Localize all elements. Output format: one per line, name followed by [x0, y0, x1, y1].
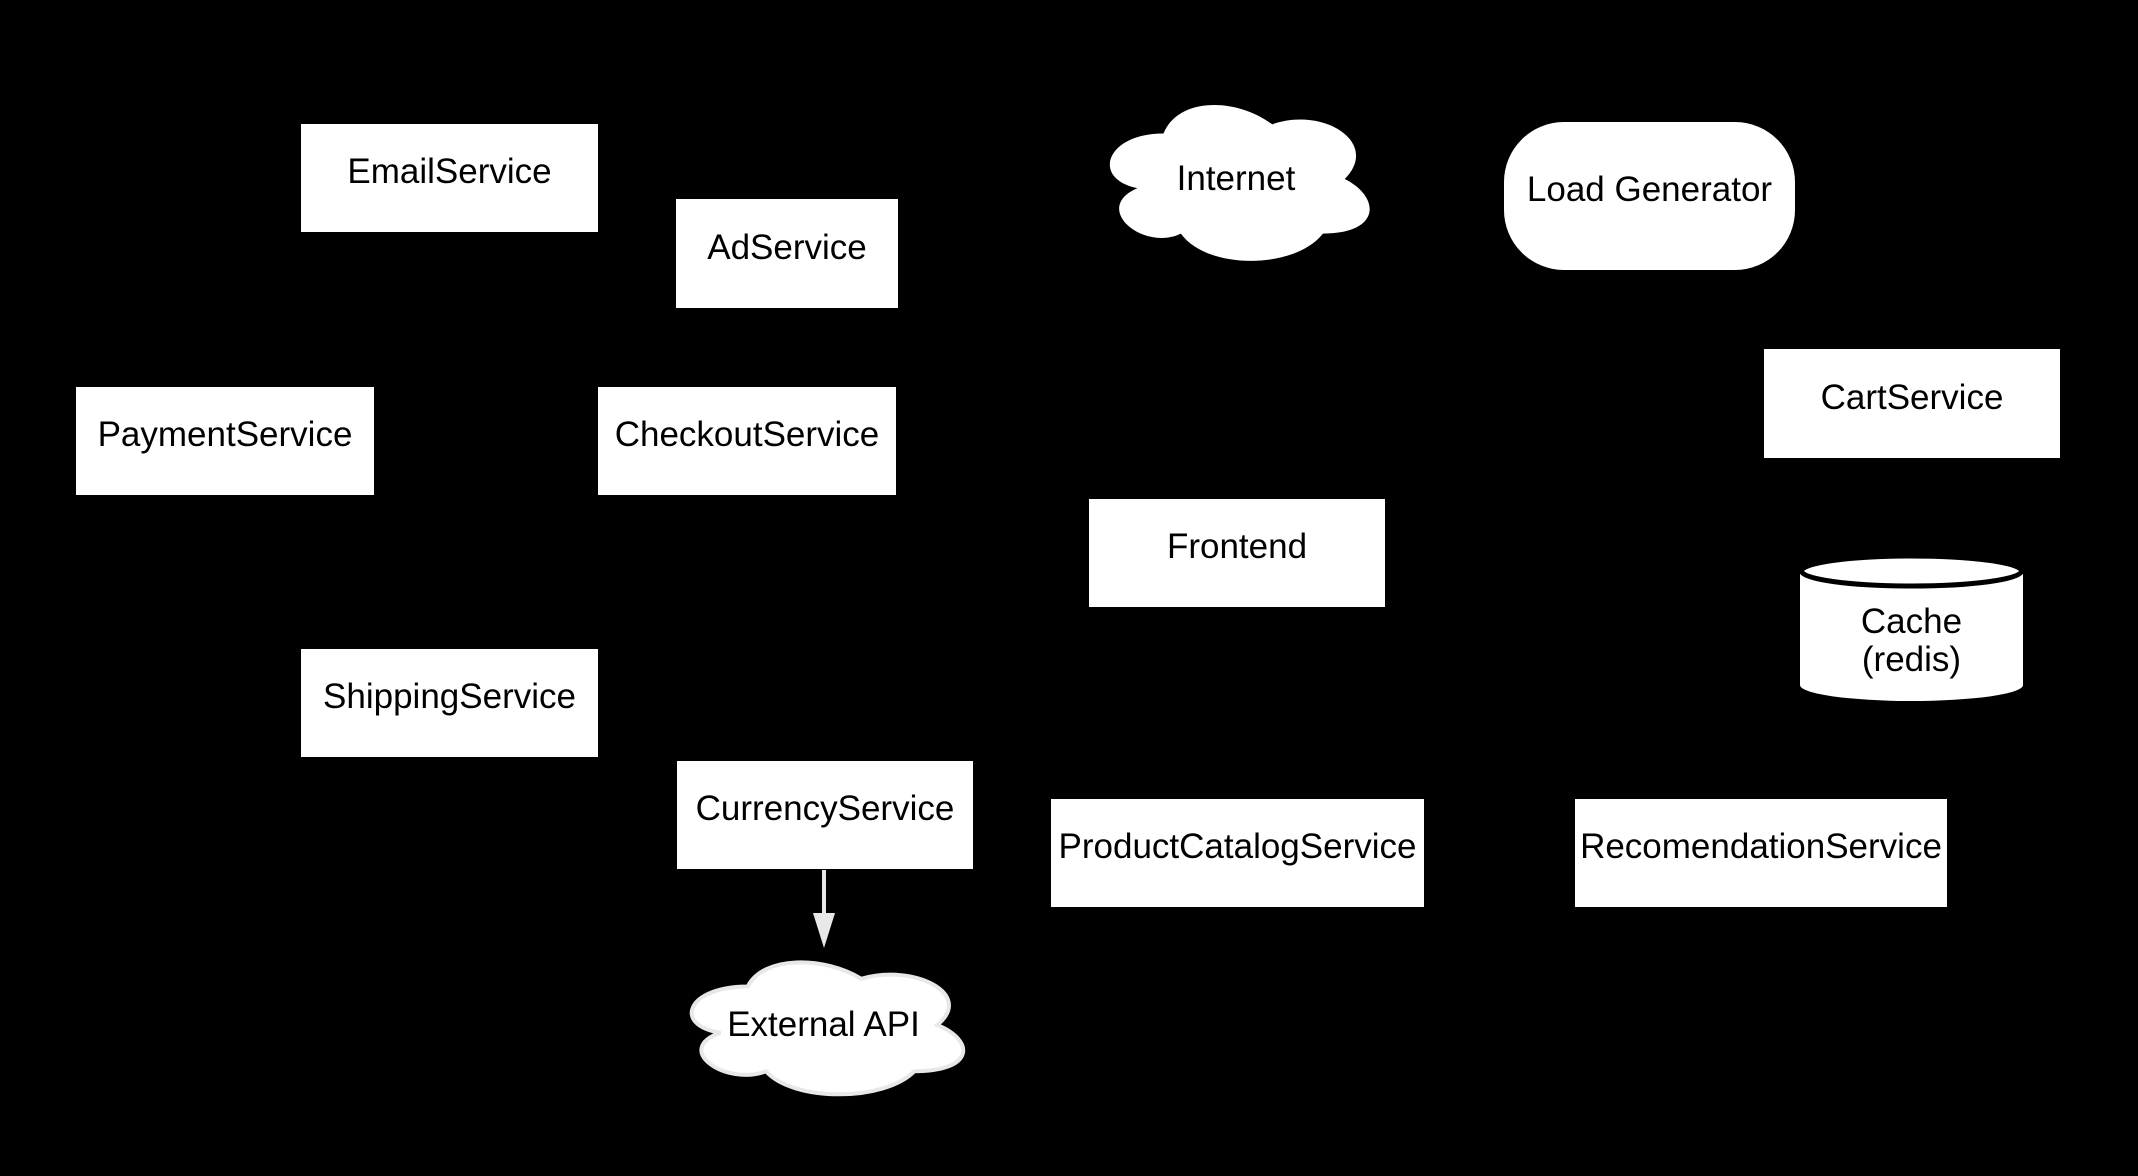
node-email-service: EmailService	[301, 124, 598, 232]
node-label: CheckoutService	[614, 415, 880, 454]
cloud-icon	[1109, 104, 1370, 261]
cloud-icon	[672, 948, 975, 1102]
node-label: CurrencyService	[695, 789, 955, 828]
node-checkout-service: CheckoutService	[598, 387, 896, 495]
node-label: AdService	[707, 227, 867, 267]
node-cart-service: CartService	[1764, 349, 2060, 458]
node-load-generator: Load Generator	[1504, 122, 1795, 270]
node-label: Frontend	[1166, 527, 1308, 566]
node-label: ShippingService	[323, 677, 576, 716]
edge-currency-service-to-external-api	[813, 870, 835, 948]
node-label: CartService	[1820, 377, 2004, 417]
arrow-head-icon	[813, 913, 835, 948]
node-shipping-service: ShippingService	[301, 649, 598, 757]
node-internet: Internet	[1091, 88, 1381, 270]
node-payment-service: PaymentService	[76, 387, 374, 495]
node-label: ProductCatalogService	[1058, 827, 1417, 866]
node-cache-redis: Cache (redis)	[1800, 554, 2023, 702]
node-label: Load Generator	[1526, 170, 1773, 209]
node-frontend: Frontend	[1089, 499, 1385, 607]
node-label: EmailService	[347, 152, 552, 191]
node-currency-service: CurrencyService	[677, 761, 973, 869]
node-external-api: External API	[672, 948, 975, 1102]
node-label: Internet	[1176, 159, 1296, 198]
node-label: External API	[727, 1005, 920, 1044]
database-cylinder-icon	[1800, 554, 2023, 701]
node-product-catalog-service: ProductCatalogService	[1051, 799, 1424, 907]
node-ad-service: AdService	[676, 199, 898, 308]
node-recomendation-service: RecomendationService	[1575, 799, 1947, 907]
node-label: RecomendationService	[1580, 827, 1942, 866]
node-label: PaymentService	[97, 415, 353, 454]
node-label: Cache (redis)	[1860, 602, 1963, 679]
